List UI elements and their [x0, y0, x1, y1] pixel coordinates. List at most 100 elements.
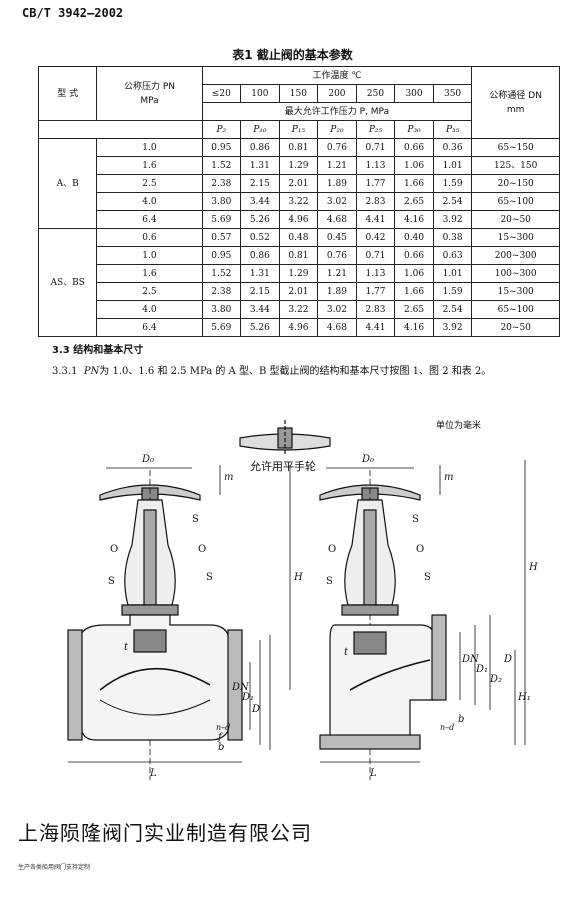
dn-cell: 65~100: [471, 192, 560, 211]
model-cell: AS、BS: [37, 228, 98, 337]
label-m-left: m: [224, 472, 233, 483]
label-h-right: H: [528, 562, 538, 573]
header-max-pressure: 最大允许工作压力 P, MPa: [201, 102, 473, 121]
pn-cell: 2.5: [96, 282, 203, 301]
pressure-value-cell: 0.71: [355, 246, 396, 265]
temperature-header-cell: 300: [394, 84, 434, 103]
header-dn-line2: mm: [506, 104, 525, 115]
label-d0-left: D₀: [141, 454, 154, 465]
pressure-value-cell: 1.77: [355, 282, 396, 301]
handwheel-note: 允许用平手轮: [250, 460, 316, 473]
label-o-right-2: O: [416, 544, 424, 555]
pressure-value-cell: 2.01: [278, 174, 319, 193]
pressure-value-cell: 0.76: [317, 246, 357, 265]
label-s-left-1: S: [108, 576, 115, 587]
pressure-value-cell: 0.63: [432, 246, 473, 265]
pressure-value-cell: 0.81: [278, 138, 319, 157]
header-row: 型 式 公称压力 PN MPa 工作温度 ℃ 公称通径 DN mm: [37, 66, 560, 139]
temperature-header-cell: 200: [317, 84, 357, 103]
dn-cell: 20~150: [471, 174, 560, 193]
pressure-value-cell: 2.01: [278, 282, 319, 301]
pressure-value-cell: 2.38: [201, 282, 242, 301]
label-b-right: b: [458, 714, 464, 725]
temperature-header-cell: 150: [278, 84, 319, 103]
section-number: 3.3.1: [52, 366, 78, 377]
dn-cell: 20~50: [471, 210, 560, 229]
standard-id: CB/T 3942—2002: [22, 6, 124, 20]
pressure-value-cell: 0.36: [432, 138, 473, 157]
pressure-value-cell: 1.77: [355, 174, 396, 193]
pressure-value-cell: 1.52: [201, 156, 242, 175]
dn-cell: 125、150: [471, 156, 560, 175]
pressure-value-cell: 4.41: [355, 318, 396, 337]
pressure-value-cell: 4.68: [317, 210, 357, 229]
flat-handwheel-icon: [239, 420, 331, 456]
label-o-left-2: O: [198, 544, 206, 555]
label-l-right: L: [369, 768, 377, 779]
pressure-value-cell: 2.38: [201, 174, 242, 193]
footer-note: 生产各类船用阀门支持定制: [18, 864, 91, 871]
pressure-value-cell: 1.29: [278, 264, 319, 283]
pressure-value-cell: 4.96: [278, 318, 319, 337]
pressure-value-cell: 0.45: [317, 228, 357, 247]
label-dn-left: DN: [231, 682, 250, 693]
section-body: 为 1.0、1.6 和 2.5 MPa 的 A 型、B 型截止阀的结构和基本尺寸…: [99, 366, 492, 377]
pressure-value-cell: 2.15: [240, 282, 280, 301]
pn-cell: 6.4: [96, 318, 203, 337]
pn-cell: 1.0: [96, 138, 203, 157]
temperature-header-cell: 350: [432, 84, 473, 103]
pressure-value-cell: 4.41: [355, 210, 396, 229]
label-d2-right: D₂: [489, 674, 502, 685]
pressure-value-cell: 0.81: [278, 246, 319, 265]
dn-cell: 200~300: [471, 246, 560, 265]
pressure-value-cell: 0.38: [432, 228, 473, 247]
header-pressure: 公称压力 PN MPa: [96, 66, 203, 121]
pressure-value-cell: 1.01: [432, 156, 473, 175]
label-l-left: L: [149, 768, 157, 779]
pressure-value-cell: 2.54: [432, 192, 473, 211]
pressure-value-cell: 5.69: [201, 318, 242, 337]
section-pn: PN: [83, 366, 100, 377]
unit-note: 单位为毫米: [436, 421, 482, 431]
pressure-value-cell: 1.06: [394, 156, 434, 175]
pressure-value-cell: 1.31: [240, 264, 280, 283]
temperature-header-cell: ≤20: [201, 84, 242, 103]
pressure-value-cell: 1.59: [432, 282, 473, 301]
pressure-symbol-cell: P₃₀: [394, 120, 434, 139]
header-pressure-line1: 公称压力 PN: [123, 81, 175, 92]
label-s-left-2: S: [206, 572, 213, 583]
temperature-header-cell: 100: [240, 84, 280, 103]
pn-cell: 0.6: [96, 228, 203, 247]
dn-cell: 65~100: [471, 300, 560, 319]
dn-cell: 15~300: [471, 228, 560, 247]
dn-cell: 65~150: [471, 138, 560, 157]
pressure-value-cell: 1.01: [432, 264, 473, 283]
dn-cell: 20~50: [471, 318, 560, 337]
pressure-value-cell: 1.13: [355, 264, 396, 283]
company-name: 上海陨隆阀门实业制造有限公司: [18, 821, 312, 845]
pn-cell: 4.0: [96, 300, 203, 319]
label-b-left: b: [218, 742, 224, 753]
pn-cell: 1.6: [96, 264, 203, 283]
angle-valve-icon: [319, 460, 526, 780]
pressure-value-cell: 2.54: [432, 300, 473, 319]
pressure-value-cell: 3.92: [432, 210, 473, 229]
pressure-value-cell: 3.02: [317, 192, 357, 211]
label-nd-left: n–d: [216, 723, 230, 732]
pn-cell: 6.4: [96, 210, 203, 229]
pressure-value-cell: 3.80: [201, 192, 242, 211]
valve-drawing: D₀ m S O O S S H t DN D₁ D b f n–d L D₀ …: [67, 420, 538, 780]
pressure-value-cell: 3.44: [240, 300, 280, 319]
label-m-right: m: [444, 472, 453, 483]
label-s-right-1: S: [326, 576, 333, 587]
pressure-value-cell: 2.83: [355, 300, 396, 319]
pressure-value-cell: 3.44: [240, 192, 280, 211]
